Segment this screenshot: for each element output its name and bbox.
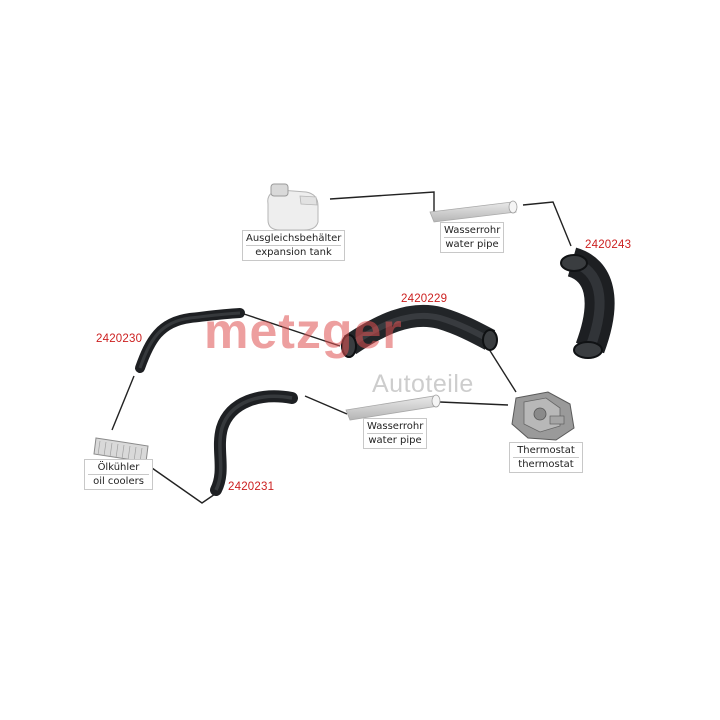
connector-pipe-to-thermostat (439, 401, 509, 406)
thermostat-label-de: Thermostat (517, 445, 575, 456)
connector-2420229-to-thermostat (486, 345, 517, 393)
hose-2420243-image (560, 247, 615, 359)
water-pipe-mid-image (345, 394, 441, 421)
water-pipe-mid-label-de: Wasserrohr (367, 421, 424, 432)
connector-pipe-to-2420243 (522, 201, 572, 247)
part-number-2420231: 2420231 (228, 481, 275, 493)
thermostat-label: Thermostat thermostat (509, 442, 583, 473)
expansion-tank-image (267, 183, 319, 231)
part-number-2420230: 2420230 (96, 333, 143, 345)
connector-lines (111, 191, 572, 504)
water-pipe-mid-label: Wasserrohr water pipe (363, 418, 427, 449)
thermostat-label-en: thermostat (513, 457, 579, 471)
connector-tank-to-pipe (329, 191, 435, 216)
water-pipe-top-label-de: Wasserrohr (444, 225, 501, 236)
water-pipe-top-image (429, 200, 518, 223)
oil-cooler-image (93, 437, 149, 463)
thermostat-image (511, 391, 575, 441)
connector-oilcooler-to-2420231 (151, 467, 219, 504)
water-pipe-mid-label-en: water pipe (367, 433, 423, 446)
expansion-tank-label: Ausgleichsbehälter expansion tank (242, 230, 345, 261)
water-pipe-top-label: Wasserrohr water pipe (440, 222, 504, 253)
connector-2420230-to-2420229 (243, 313, 341, 347)
autoteile-watermark: Autoteile (372, 370, 474, 398)
connector-2420231-to-pipe (304, 395, 348, 415)
metzger-watermark: metzger (204, 303, 403, 359)
expansion-tank-label-de: Ausgleichsbehälter (246, 233, 342, 244)
hose-2420231-image (210, 390, 298, 496)
part-number-2420243: 2420243 (585, 239, 632, 251)
water-pipe-top-label-en: water pipe (444, 237, 500, 250)
hose-2420230-image (135, 308, 245, 373)
hose-2420229-image (341, 304, 498, 358)
part-number-2420229: 2420229 (401, 293, 448, 305)
expansion-tank-label-en: expansion tank (246, 245, 341, 259)
oil-cooler-label-en: oil coolers (88, 474, 149, 488)
oil-cooler-label-de: Ölkühler (97, 462, 140, 473)
oil-cooler-label: Ölkühler oil coolers (84, 459, 153, 490)
connector-2420230-to-oilcooler (111, 375, 135, 431)
